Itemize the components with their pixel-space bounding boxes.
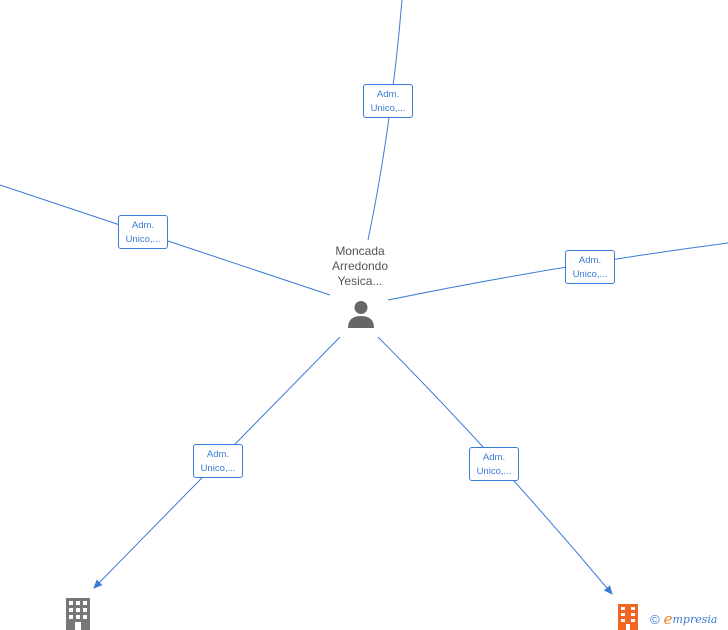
brand-initial: e: [663, 610, 673, 628]
edge-label-line: Adm.: [578, 255, 602, 266]
edge-line-top: [367, 0, 403, 241]
edge-label-line: Adm.: [376, 89, 400, 100]
brand-name: mpresia: [672, 612, 718, 626]
copyright-symbol: ©: [650, 611, 660, 627]
center-node-name-line: Arredondo: [331, 259, 389, 273]
edge-label-line: Unico,...: [572, 269, 608, 280]
center-node-name-line: Yesica...: [337, 274, 383, 288]
edge-label-bottom-left[interactable]: Adm. Unico,...: [193, 444, 243, 478]
edge-label-right[interactable]: Adm. Unico,...: [565, 250, 615, 284]
center-node-name[interactable]: Moncada Arredondo Yesica...: [322, 244, 398, 289]
edge-label-bottom-right[interactable]: Adm. Unico,...: [469, 447, 519, 481]
person-icon[interactable]: [346, 299, 376, 329]
edge-label-left[interactable]: Adm. Unico,...: [118, 215, 168, 249]
edge-label-line: Unico,...: [476, 466, 512, 477]
edge-label-line: Unico,...: [370, 103, 406, 114]
center-node-name-line: Moncada: [335, 244, 385, 258]
edge-line-left: [0, 184, 331, 296]
edge-label-line: Unico,...: [125, 234, 161, 245]
edge-line-right: [387, 242, 728, 301]
building-icon[interactable]: [618, 604, 638, 630]
edge-label-line: Adm.: [206, 449, 230, 460]
brand-logo: © e mpresia: [650, 609, 717, 629]
edge-label-line: Adm.: [131, 220, 155, 231]
edge-label-line: Adm.: [482, 452, 506, 463]
building-icon[interactable]: [66, 598, 90, 630]
edge-label-line: Unico,...: [200, 463, 236, 474]
edge-label-top[interactable]: Adm. Unico,...: [363, 84, 413, 118]
